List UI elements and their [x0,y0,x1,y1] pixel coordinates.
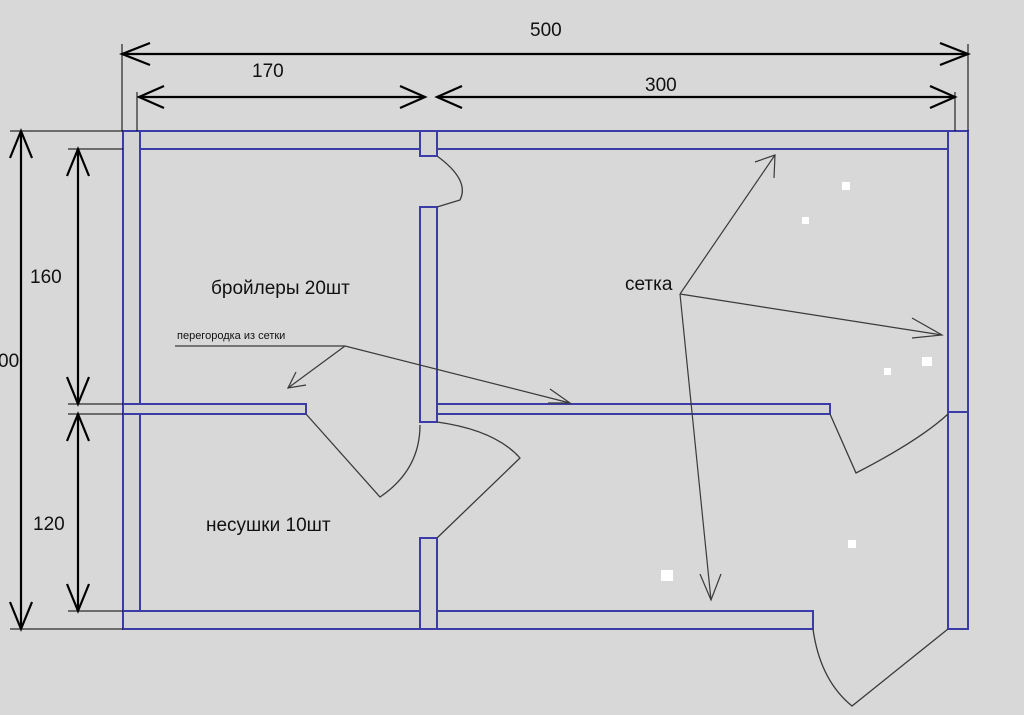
door-swing-center-lower [436,421,521,539]
wall-center-stub-top [419,130,438,157]
dimension-label-total-width: 500 [530,20,562,41]
wall-bottom [122,610,814,630]
wall-top-right [436,130,969,150]
door-swing-partition-right [829,413,949,474]
room-label-broilers: бройлеры 20шт [211,278,350,299]
annotation-mesh: сетка [625,274,673,295]
wall-center-middle [419,206,438,423]
wall-top-left [122,130,421,150]
dimension-label-left-width: 170 [252,61,284,82]
walls [122,130,969,630]
door-swing-partition-left [305,413,421,498]
door-swing-exit [812,628,949,707]
partition-right [436,403,831,415]
wall-right-lower [947,411,969,630]
partition-left [122,403,307,415]
wall-left [122,130,141,630]
dimension-label-bottom-height: 120 [33,514,65,535]
dimension-label-total-height: 00 [0,351,20,372]
dimension-label-right-width: 300 [645,75,677,96]
mesh-arrows [175,154,944,602]
annotation-mesh-partition: перегородка из сетки [177,330,286,342]
dimension-label-top-height: 160 [30,267,62,288]
door-swing-top [436,155,463,208]
door-swings [305,155,949,707]
wall-center-lower [419,537,438,630]
dimension-lines [8,41,972,632]
background-specks [661,182,932,581]
room-label-layers: несушки 10шт [206,515,331,536]
wall-right-upper [947,130,969,414]
